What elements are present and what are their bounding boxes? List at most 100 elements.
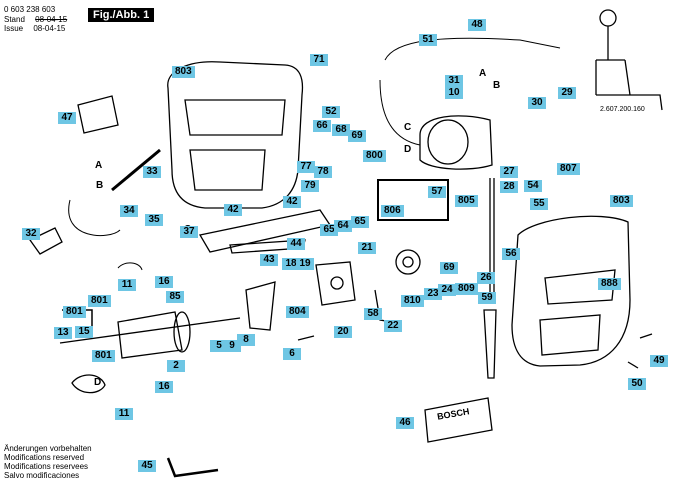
part-label-30: 30 <box>528 97 546 109</box>
part-label-22: 22 <box>384 320 402 332</box>
callout-letter-b-right: B <box>493 80 501 91</box>
part-label-803-right: 803 <box>610 195 633 207</box>
part-label-78: 78 <box>314 166 332 178</box>
part-label-66: 66 <box>313 120 331 132</box>
part-label-11-bottom: 11 <box>115 408 133 420</box>
part-label-9: 9 <box>223 340 241 352</box>
part-label-21: 21 <box>358 242 376 254</box>
part-label-31: 31 <box>445 75 463 87</box>
issue-label: Issue <box>4 24 24 33</box>
issue-row: Issue 08-04-15 <box>4 24 65 34</box>
part-label-44: 44 <box>287 238 305 250</box>
part-label-69-top: 69 <box>348 130 366 142</box>
part-label-42-right: 42 <box>283 196 301 208</box>
callout-letter-d-right: D <box>404 144 412 155</box>
part-label-19: 19 <box>296 258 314 270</box>
part-label-69-mid: 69 <box>440 262 458 274</box>
part-label-51: 51 <box>419 34 437 46</box>
part-label-56: 56 <box>502 248 520 260</box>
notes-block: Änderungen vorbehalten Modifications res… <box>4 444 92 480</box>
part-label-43: 43 <box>260 254 278 266</box>
part-label-18: 18 <box>282 258 300 270</box>
part-label-16-top: 16 <box>155 276 173 288</box>
gear-810 <box>395 249 421 275</box>
part-label-52: 52 <box>322 106 340 118</box>
part-label-809: 809 <box>455 283 478 295</box>
part-label-49: 49 <box>650 355 668 367</box>
part-label-54: 54 <box>524 180 542 192</box>
part-label-50: 50 <box>628 378 646 390</box>
armature <box>117 311 183 359</box>
part-label-6: 6 <box>283 348 301 360</box>
part-label-807: 807 <box>557 163 580 175</box>
base-plate <box>198 209 332 253</box>
part-label-59: 59 <box>478 292 496 304</box>
part-label-8: 8 <box>237 334 255 346</box>
note-line: Salvo modificaciones <box>4 471 80 480</box>
wiring-code: 2.607.200.160 <box>600 106 645 113</box>
callout-letter-b-left: B <box>96 180 104 191</box>
part-label-11-top: 11 <box>118 279 136 291</box>
part-label-33: 33 <box>143 166 161 178</box>
part-label-806: 806 <box>381 205 404 217</box>
part-label-48: 48 <box>468 19 486 31</box>
part-label-65-left: 65 <box>320 224 338 236</box>
part-label-26: 26 <box>477 272 495 284</box>
part-label-71: 71 <box>310 54 328 66</box>
part-label-803-left: 803 <box>172 66 195 78</box>
part-label-23: 23 <box>424 288 442 300</box>
note-line: Änderungen vorbehalten <box>4 444 92 453</box>
part-label-804: 804 <box>286 306 309 318</box>
part-label-32: 32 <box>22 228 40 240</box>
part-label-55: 55 <box>530 198 548 210</box>
part-label-15: 15 <box>75 326 93 338</box>
part-label-42-left: 42 <box>224 204 242 216</box>
part-label-13: 13 <box>54 327 72 339</box>
part-label-801-c: 801 <box>92 350 115 362</box>
part-label-64: 64 <box>334 220 352 232</box>
part-label-16-bottom: 16 <box>155 381 173 393</box>
field-winding <box>419 115 493 170</box>
note-line: Modifications reservees <box>4 462 89 471</box>
part-label-24: 24 <box>438 284 456 296</box>
part-label-57: 57 <box>428 186 446 198</box>
part-label-27: 27 <box>500 166 518 178</box>
part-label-79: 79 <box>301 180 319 192</box>
part-label-800: 800 <box>363 150 386 162</box>
callout-letter-d-left: D <box>94 377 102 388</box>
part-label-47: 47 <box>58 112 76 124</box>
figure-badge: Fig./Abb. 1 <box>88 8 155 22</box>
part-label-2: 2 <box>167 360 185 372</box>
callout-letter-a-right: A <box>479 68 487 79</box>
part-label-20: 20 <box>334 326 352 338</box>
part-label-58: 58 <box>364 308 382 320</box>
part-label-65-right: 65 <box>351 216 369 228</box>
part-label-29: 29 <box>558 87 576 99</box>
part-label-810: 810 <box>401 295 424 307</box>
saw-blade <box>483 309 497 379</box>
part-label-34: 34 <box>120 205 138 217</box>
part-label-805: 805 <box>455 195 478 207</box>
housing-left <box>167 61 304 209</box>
note-line: Modifications reserved <box>4 453 85 462</box>
callout-letter-c-right: C <box>404 122 412 133</box>
stand-value: 08-04-15 <box>35 15 68 24</box>
part-label-888: 888 <box>598 278 621 290</box>
part-label-10: 10 <box>445 87 463 99</box>
part-label-46: 46 <box>396 417 414 429</box>
stand-label: Stand <box>4 15 25 24</box>
part-label-77: 77 <box>297 161 315 173</box>
part-label-45: 45 <box>138 460 156 472</box>
callout-letter-a-left: A <box>95 160 103 171</box>
part-label-85: 85 <box>166 291 184 303</box>
stand-row: Stand 08-04-15 <box>4 15 67 25</box>
part-label-801-a: 801 <box>88 295 111 307</box>
part-label-801-b: 801 <box>63 306 86 318</box>
issue-value: 08-04-15 <box>33 24 66 33</box>
part-label-28: 28 <box>500 181 518 193</box>
part-label-37: 37 <box>180 226 198 238</box>
part-label-68: 68 <box>332 124 350 136</box>
part-number: 0 603 238 603 <box>4 5 56 14</box>
